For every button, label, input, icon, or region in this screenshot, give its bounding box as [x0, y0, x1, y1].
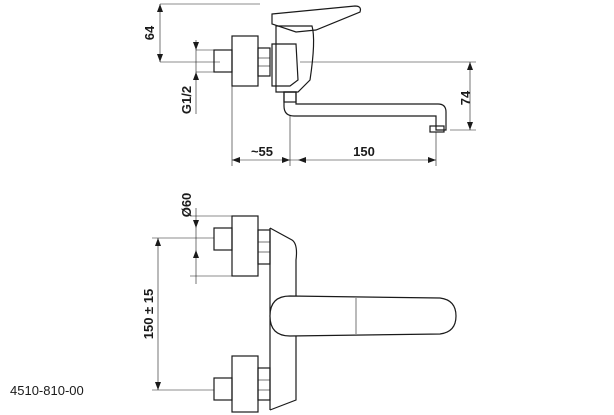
- front-escutcheon-upper: [231, 215, 259, 277]
- front-stub-lower: [213, 377, 233, 401]
- dim-wall-offset: ~55: [251, 144, 273, 159]
- dim-connection-spacing: 150 ± 15: [141, 289, 156, 340]
- side-escutcheon: [231, 35, 259, 87]
- dim-spout-length: 150: [353, 144, 375, 159]
- side-nut: [257, 47, 271, 77]
- side-body: [275, 25, 315, 93]
- dim-escutcheon-diameter: Ø60: [179, 193, 194, 218]
- front-handle: [269, 295, 457, 337]
- side-view: 64 G1/2 74 ~55 150: [142, 3, 476, 166]
- front-view: Ø60 150 ± 15: [141, 193, 457, 413]
- side-body-inner: [271, 43, 299, 87]
- side-spout-joint: [283, 91, 297, 103]
- dim-thread: G1/2: [179, 86, 194, 114]
- front-escutcheon-lower: [231, 355, 259, 413]
- front-nut-upper: [257, 229, 271, 265]
- front-body: [269, 227, 298, 411]
- side-handle-lever: [271, 5, 362, 33]
- front-stub-upper: [213, 227, 233, 251]
- dim-height-top: 64: [142, 25, 157, 40]
- side-spout: [283, 91, 447, 131]
- side-aerator: [429, 125, 445, 133]
- front-nut-lower: [257, 367, 271, 401]
- product-code: 4510-810-00: [10, 383, 84, 398]
- side-thread-stub: [213, 49, 233, 73]
- dim-spout-height: 74: [458, 90, 473, 105]
